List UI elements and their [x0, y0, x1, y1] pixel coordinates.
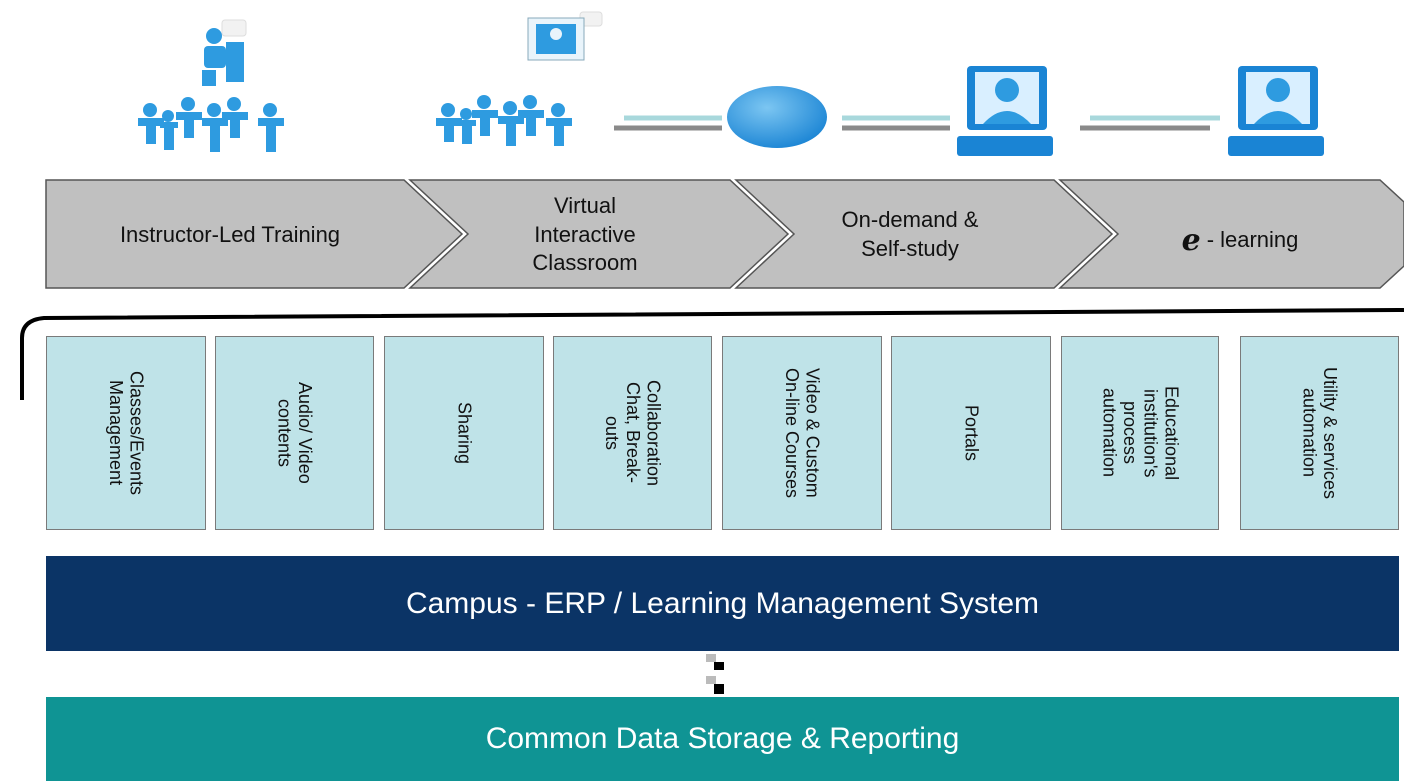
chevron-shapes	[45, 179, 1404, 289]
feature-audio-video: Audio/ Video contents	[215, 336, 374, 530]
chevron-virtual	[408, 179, 790, 289]
feature-video-courses: Video & Custom On-line Courses	[722, 336, 882, 530]
virtual-classroom-icon	[436, 11, 603, 146]
connector-lines	[614, 115, 1220, 131]
bracket-curve	[20, 308, 1404, 400]
stage-label-virtual: Virtual Interactive Classroom	[532, 193, 638, 276]
chevron-elearning	[1058, 179, 1404, 289]
network-cloud-icon	[727, 86, 827, 148]
feature-label: Utility & services automation	[1299, 366, 1341, 500]
stage-label-instructor-led: Instructor-Led Training	[119, 221, 341, 247]
erp-band: Campus - ERP / Learning Management Syste…	[46, 556, 1399, 651]
instructor-classroom-icon	[138, 19, 284, 152]
computer-user-icon	[957, 66, 1053, 156]
feature-portals: Portals	[891, 336, 1051, 530]
stage-label-elearning-text: - learning	[1206, 226, 1299, 252]
feature-label: Audio/ Video contents	[274, 382, 316, 484]
feature-classes-events: Classes/Events Management	[46, 336, 206, 530]
chevron-on-demand	[734, 179, 1114, 289]
feature-label: Video & Custom On-line Courses	[782, 367, 823, 499]
data-storage-band: Common Data Storage & Reporting	[46, 697, 1399, 781]
data-storage-band-label: Common Data Storage & Reporting	[485, 722, 960, 755]
feature-sharing: Sharing	[384, 336, 544, 530]
e-glyph: e	[1181, 222, 1201, 258]
feature-label: Portals	[961, 404, 982, 462]
feature-label: Collaboration Chat, Break- outs	[602, 379, 664, 487]
stage-label-on-demand: On-demand & Self-study	[841, 207, 979, 261]
chevron-instructor-led	[45, 179, 464, 289]
feature-process-automation: Educational institution's process automa…	[1061, 336, 1219, 530]
elearning-user-icon	[1228, 66, 1324, 156]
feature-label: Educational institution's process automa…	[1099, 385, 1182, 481]
feature-label: Sharing	[454, 401, 475, 465]
feature-collaboration: Collaboration Chat, Break- outs	[553, 336, 712, 530]
feature-label: Classes/Events Management	[106, 370, 147, 496]
feature-utility-services: Utility & services automation	[1240, 336, 1399, 530]
band-connector-icon	[706, 654, 724, 694]
erp-band-label: Campus - ERP / Learning Management Syste…	[405, 586, 1040, 620]
stage-label-elearning: e - learning	[1110, 180, 1370, 300]
